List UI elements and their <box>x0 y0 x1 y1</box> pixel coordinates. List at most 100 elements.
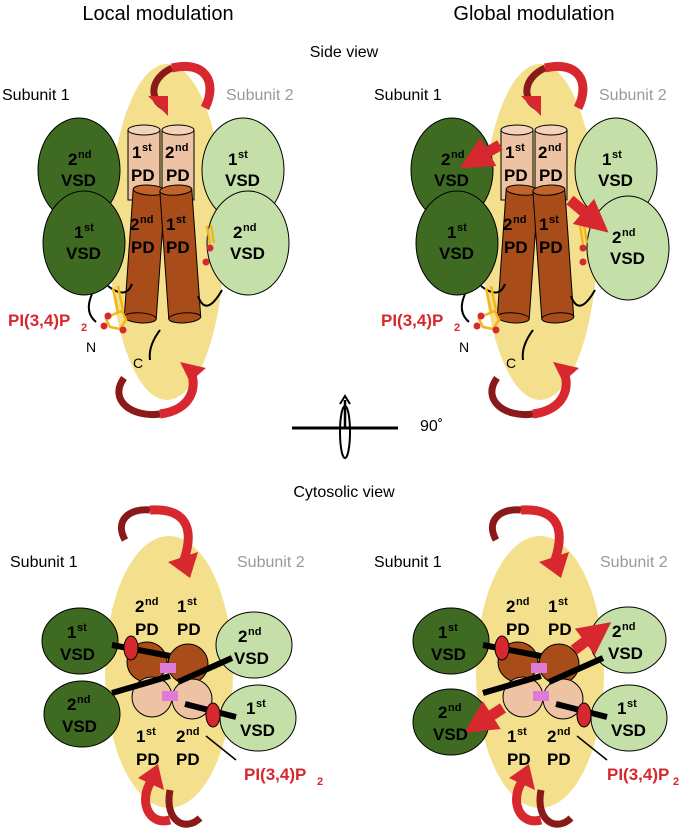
c-terminus-line <box>521 329 534 361</box>
vsd-label: VSD <box>60 645 95 664</box>
vsd-label: VSD <box>431 645 466 664</box>
pd-number: 2 <box>176 727 185 746</box>
pip2-pointer <box>576 735 608 761</box>
vsd-number: 2 <box>438 703 447 722</box>
vsd-number: 1 <box>447 223 456 242</box>
outward-arrow-left <box>464 701 506 733</box>
vsd-label: VSD <box>433 725 468 744</box>
pip2-head <box>494 635 510 661</box>
pd-number: 2 <box>538 143 547 162</box>
subunit1-label: Subunit 1 <box>374 554 442 571</box>
pd-label: PD <box>166 166 190 185</box>
c-terminus-label: C <box>133 355 143 371</box>
side-global-labels: 2 nd VSD 1 st VSD 1 st VSD 2 nd VSD 1 st… <box>381 142 645 371</box>
pd-number: 2 <box>135 597 144 616</box>
pd-suffix: st <box>176 214 186 226</box>
outward-arrow-left <box>459 137 503 169</box>
vsd-label: VSD <box>225 171 260 190</box>
vsd-number: 2 <box>612 228 621 247</box>
pd-label: PD <box>177 620 201 639</box>
pd-number: 1 <box>539 215 548 234</box>
s4s5-linkers <box>482 642 608 720</box>
pd-label: PD <box>176 750 200 769</box>
pd-label: PD <box>506 620 530 639</box>
pd-number: 2 <box>506 597 515 616</box>
vsd-suffix: st <box>77 622 87 634</box>
pip2-label-subscript: 2 <box>317 776 323 788</box>
pd-label: PD <box>131 238 155 257</box>
rotation-symbol <box>292 394 398 459</box>
linker <box>197 289 223 307</box>
vsd-suffix: st <box>84 222 94 234</box>
cytosolic-global-labels: 2 nd PD 1 st PD 1 st PD 2 nd PD 1 st VSD… <box>431 596 679 788</box>
pd-label: PD <box>507 750 531 769</box>
rotation-arrow-bottom <box>115 362 206 419</box>
pd-number: 1 <box>132 143 141 162</box>
rotation-arrow-top <box>488 505 569 578</box>
global-modulation-title: Global modulation <box>453 3 614 25</box>
rotation-arrow-bottom <box>509 764 574 828</box>
subunit1-label: Subunit 1 <box>374 87 442 104</box>
pd-label: PD <box>504 238 528 257</box>
subunit2-label: Subunit 2 <box>599 87 667 104</box>
n-terminus-line <box>460 293 470 323</box>
vsd-number: 1 <box>74 223 83 242</box>
cytosolic-local-labels: 2 nd PD 1 st PD 1 st PD 2 nd PD 1 st VSD… <box>60 596 323 788</box>
vsd-2nd-subunit2 <box>589 606 667 674</box>
vsd-label: VSD <box>62 717 97 736</box>
vsd-suffix: st <box>457 222 467 234</box>
pip2-label-main: PI(3,4)P <box>244 765 306 784</box>
n-terminus-label: N <box>86 339 96 355</box>
pip2-lipid-right <box>202 224 216 266</box>
pd-1st-bottom <box>532 184 575 324</box>
vsd-number: 1 <box>67 623 76 642</box>
pip2-label-subscript: 2 <box>454 322 460 334</box>
pd-number: 2 <box>165 143 174 162</box>
pd-number: 2 <box>130 215 139 234</box>
pd-label: PD <box>539 238 563 257</box>
pd-suffix: st <box>142 142 152 154</box>
subunit2-label: Subunit 2 <box>226 87 294 104</box>
pd-suffix: nd <box>557 726 570 738</box>
pd-suffix: st <box>146 726 156 738</box>
rotation-arrow-top <box>148 61 215 116</box>
side-local-labels: 2 nd VSD 1 st VSD 1 st VSD 2 nd VSD 1 st… <box>8 142 265 371</box>
pd-2nd-bottom <box>123 184 166 324</box>
contact-site <box>533 691 549 701</box>
vsd-suffix: nd <box>622 227 635 239</box>
rotation-angle-label: 90˚ <box>420 418 443 435</box>
vsd-number: 1 <box>617 699 626 718</box>
side-view-label: Side view <box>310 44 379 61</box>
pd-suffix: st <box>558 596 568 608</box>
vsd-1st-subunit1 <box>412 607 490 675</box>
pd-1st-bottom <box>159 184 202 324</box>
vsd-number: 1 <box>246 699 255 718</box>
vsd-suffix: st <box>627 698 637 710</box>
cytosolic-view-label: Cytosolic view <box>293 484 395 501</box>
rotation-arrow-top <box>521 61 588 116</box>
vsd-number: 2 <box>68 150 77 169</box>
vsd-2nd-subunit2 <box>206 190 290 296</box>
vsd-label: VSD <box>610 249 645 268</box>
pd-suffix: nd <box>516 596 529 608</box>
outward-arrow-right <box>570 622 612 656</box>
c-terminus-line <box>148 329 161 361</box>
pip2-head <box>205 702 221 728</box>
rotation-arrow-bottom <box>138 764 203 828</box>
local-modulation-title: Local modulation <box>82 3 233 25</box>
pd-number: 2 <box>503 215 512 234</box>
subunit2-label: Subunit 2 <box>237 554 305 571</box>
pd-number: 1 <box>166 215 175 234</box>
vsd-2nd-subunit1 <box>43 680 121 748</box>
pd-label: PD <box>135 620 159 639</box>
pd-label: PD <box>136 750 160 769</box>
vsd-number: 2 <box>612 622 621 641</box>
vsd-2nd-subunit2 <box>586 195 670 301</box>
vsd-suffix: st <box>238 149 248 161</box>
pd-label: PD <box>166 238 190 257</box>
linker <box>107 283 133 294</box>
pd-label: PD <box>504 166 528 185</box>
subunit1-label: Subunit 1 <box>2 87 70 104</box>
pd-number: 1 <box>177 597 186 616</box>
